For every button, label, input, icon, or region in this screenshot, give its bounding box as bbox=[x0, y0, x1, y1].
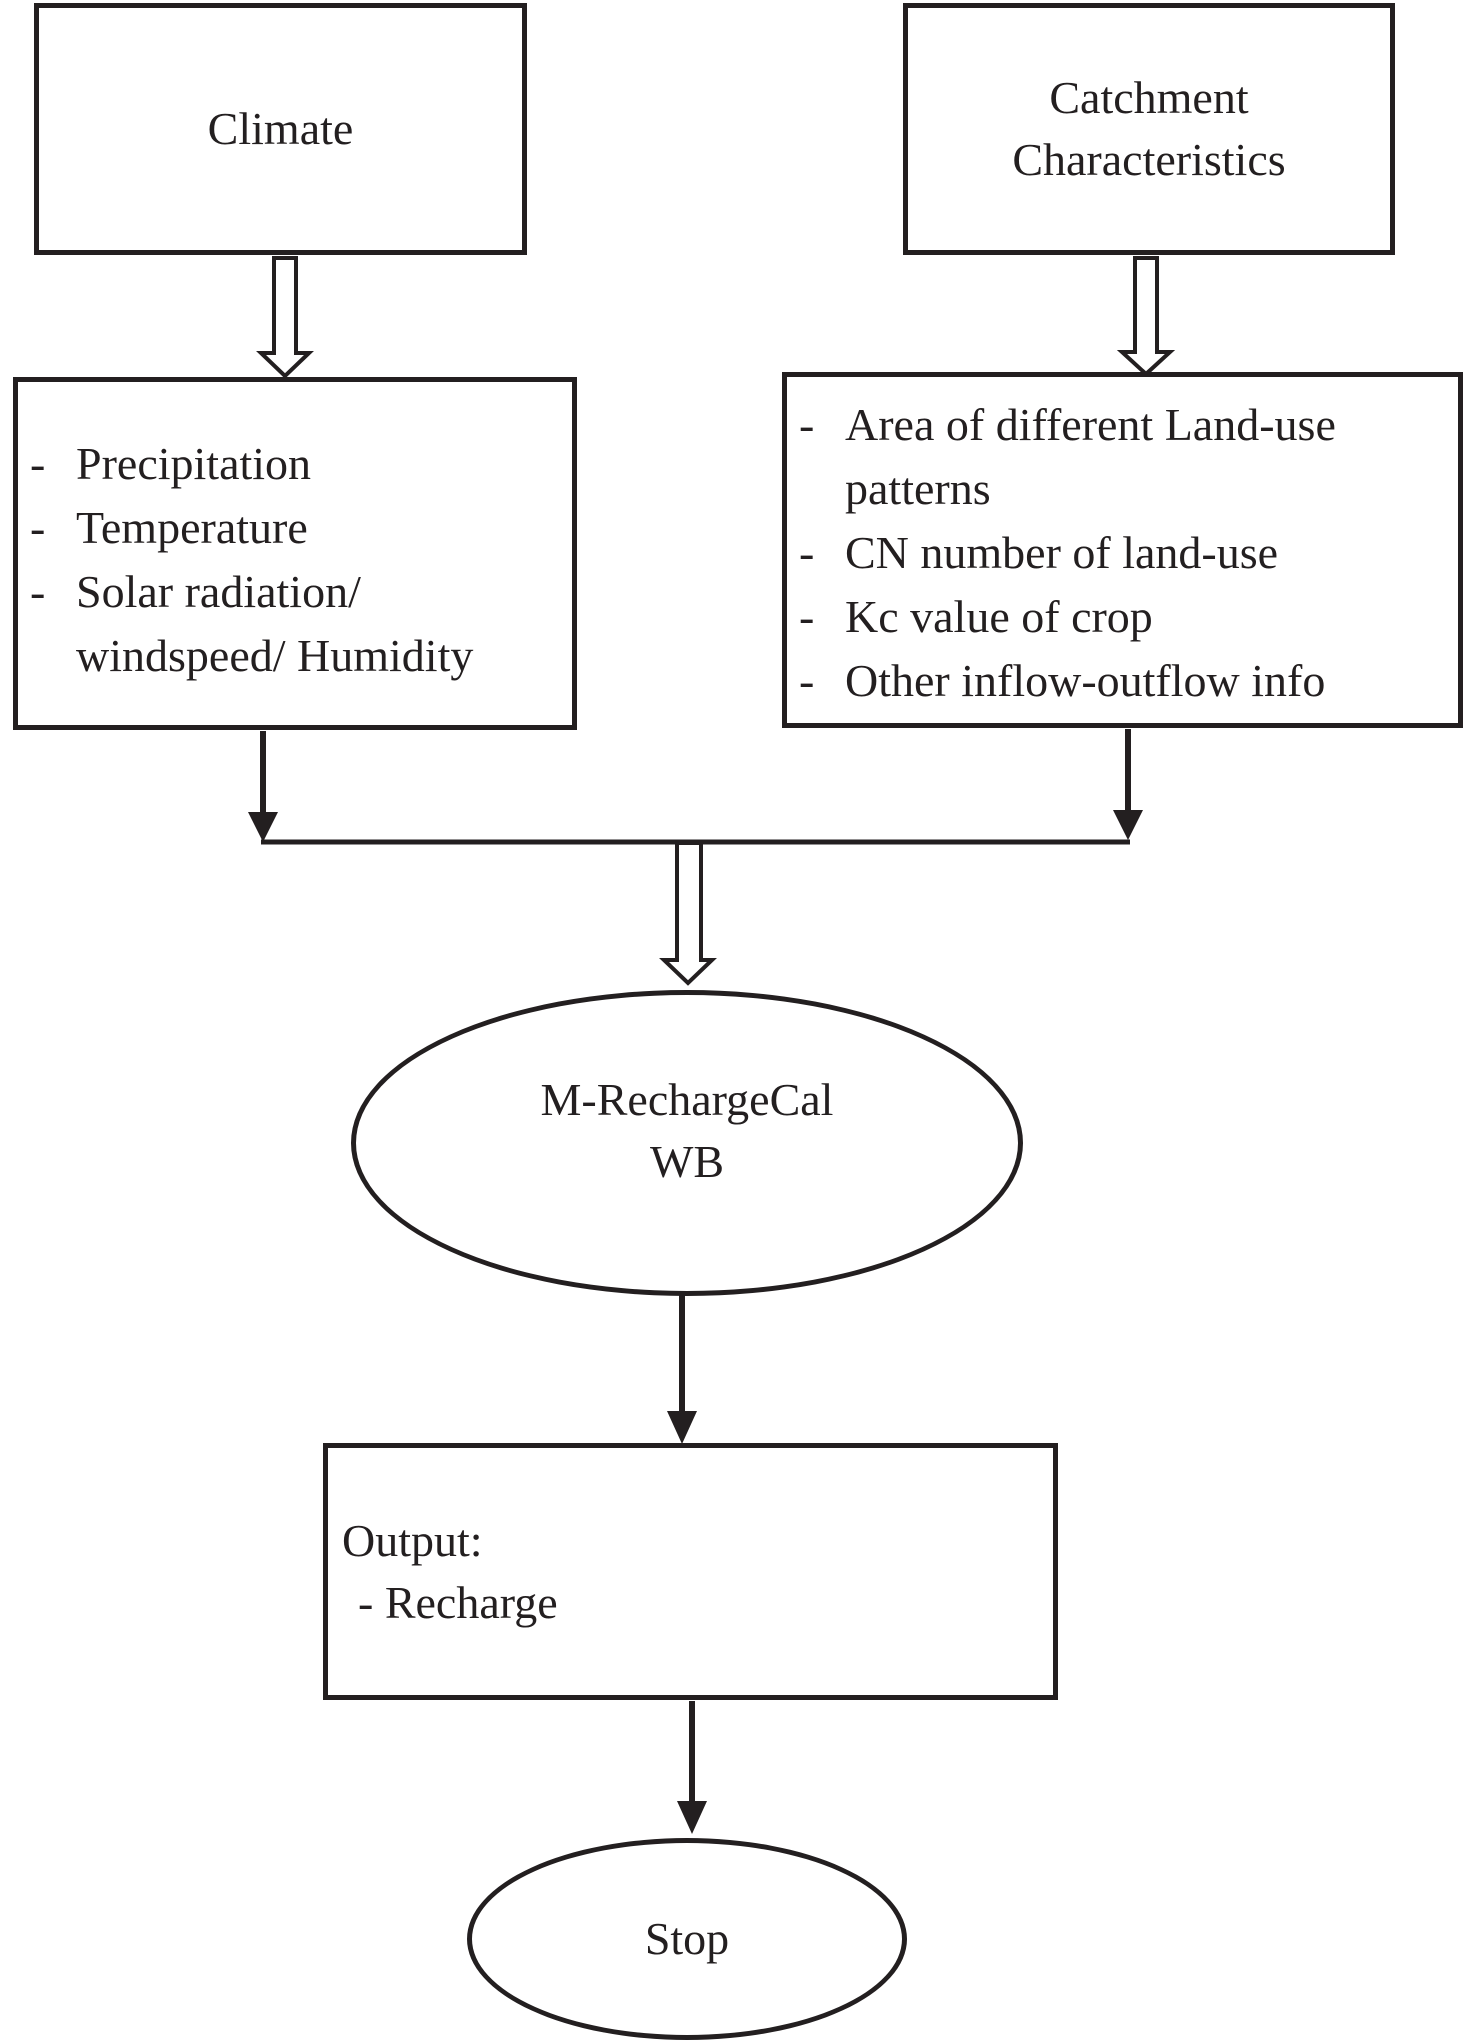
node-model: M-RechargeCal WB bbox=[351, 990, 1023, 1296]
bullet-dash: - bbox=[30, 502, 46, 553]
node-climate-inputs: - Precipitation - Temperature - Solar ra… bbox=[13, 377, 577, 730]
node-climate-label: Climate bbox=[207, 103, 354, 154]
node-catchment-inputs: - Area of different Land-use patterns - … bbox=[782, 372, 1463, 728]
catchment-input-area-landuse: Area of different Land-use patterns bbox=[845, 399, 1336, 514]
bullet-dash: - bbox=[30, 566, 46, 617]
catchment-input-kc-value: Kc value of crop bbox=[845, 591, 1153, 642]
catchment-inputs-merge-arrowhead bbox=[1113, 810, 1143, 840]
model-to-output-arrowhead bbox=[667, 1411, 697, 1444]
merge-to-model-arrow bbox=[659, 841, 717, 986]
node-stop: Stop bbox=[467, 1838, 907, 2040]
list-item: - Temperature bbox=[18, 496, 572, 560]
node-model-label: M-RechargeCal WB bbox=[540, 1074, 834, 1187]
list-item: - Kc value of crop bbox=[787, 585, 1458, 649]
node-catchment-label: Catchment Characteristics bbox=[1012, 72, 1286, 185]
list-item: - CN number of land-use bbox=[787, 521, 1458, 585]
catchment-input-cn-number: CN number of land-use bbox=[845, 527, 1279, 578]
climate-input-precipitation: Precipitation bbox=[76, 438, 312, 489]
output-title: Output: bbox=[342, 1515, 483, 1566]
bullet-dash: - bbox=[799, 527, 815, 578]
catchment-to-inputs-arrow bbox=[1116, 256, 1176, 377]
output-to-stop-arrowhead bbox=[677, 1801, 707, 1834]
node-catchment: Catchment Characteristics bbox=[903, 3, 1395, 255]
node-stop-label: Stop bbox=[644, 1913, 730, 1964]
list-item: - Area of different Land-use patterns bbox=[787, 393, 1458, 521]
climate-input-temperature: Temperature bbox=[76, 502, 308, 553]
bullet-dash: - bbox=[799, 399, 815, 450]
bullet-dash: - bbox=[799, 655, 815, 706]
climate-to-inputs-arrow bbox=[256, 256, 314, 379]
climate-input-solar-wind-humidity: Solar radiation/ windspeed/ Humidity bbox=[76, 566, 474, 681]
catchment-input-inflow-outflow: Other inflow-outflow info bbox=[845, 655, 1326, 706]
output-item: - Recharge bbox=[358, 1577, 558, 1628]
list-item: - Solar radiation/ windspeed/ Humidity bbox=[18, 560, 572, 688]
list-item: - Precipitation bbox=[18, 432, 572, 496]
bullet-dash: - bbox=[30, 438, 46, 489]
node-climate: Climate bbox=[34, 3, 527, 255]
list-item: - Other inflow-outflow info bbox=[787, 649, 1458, 713]
bullet-dash: - bbox=[799, 591, 815, 642]
node-output: Output: - Recharge bbox=[323, 1443, 1058, 1700]
climate-inputs-merge-arrowhead bbox=[248, 812, 278, 842]
